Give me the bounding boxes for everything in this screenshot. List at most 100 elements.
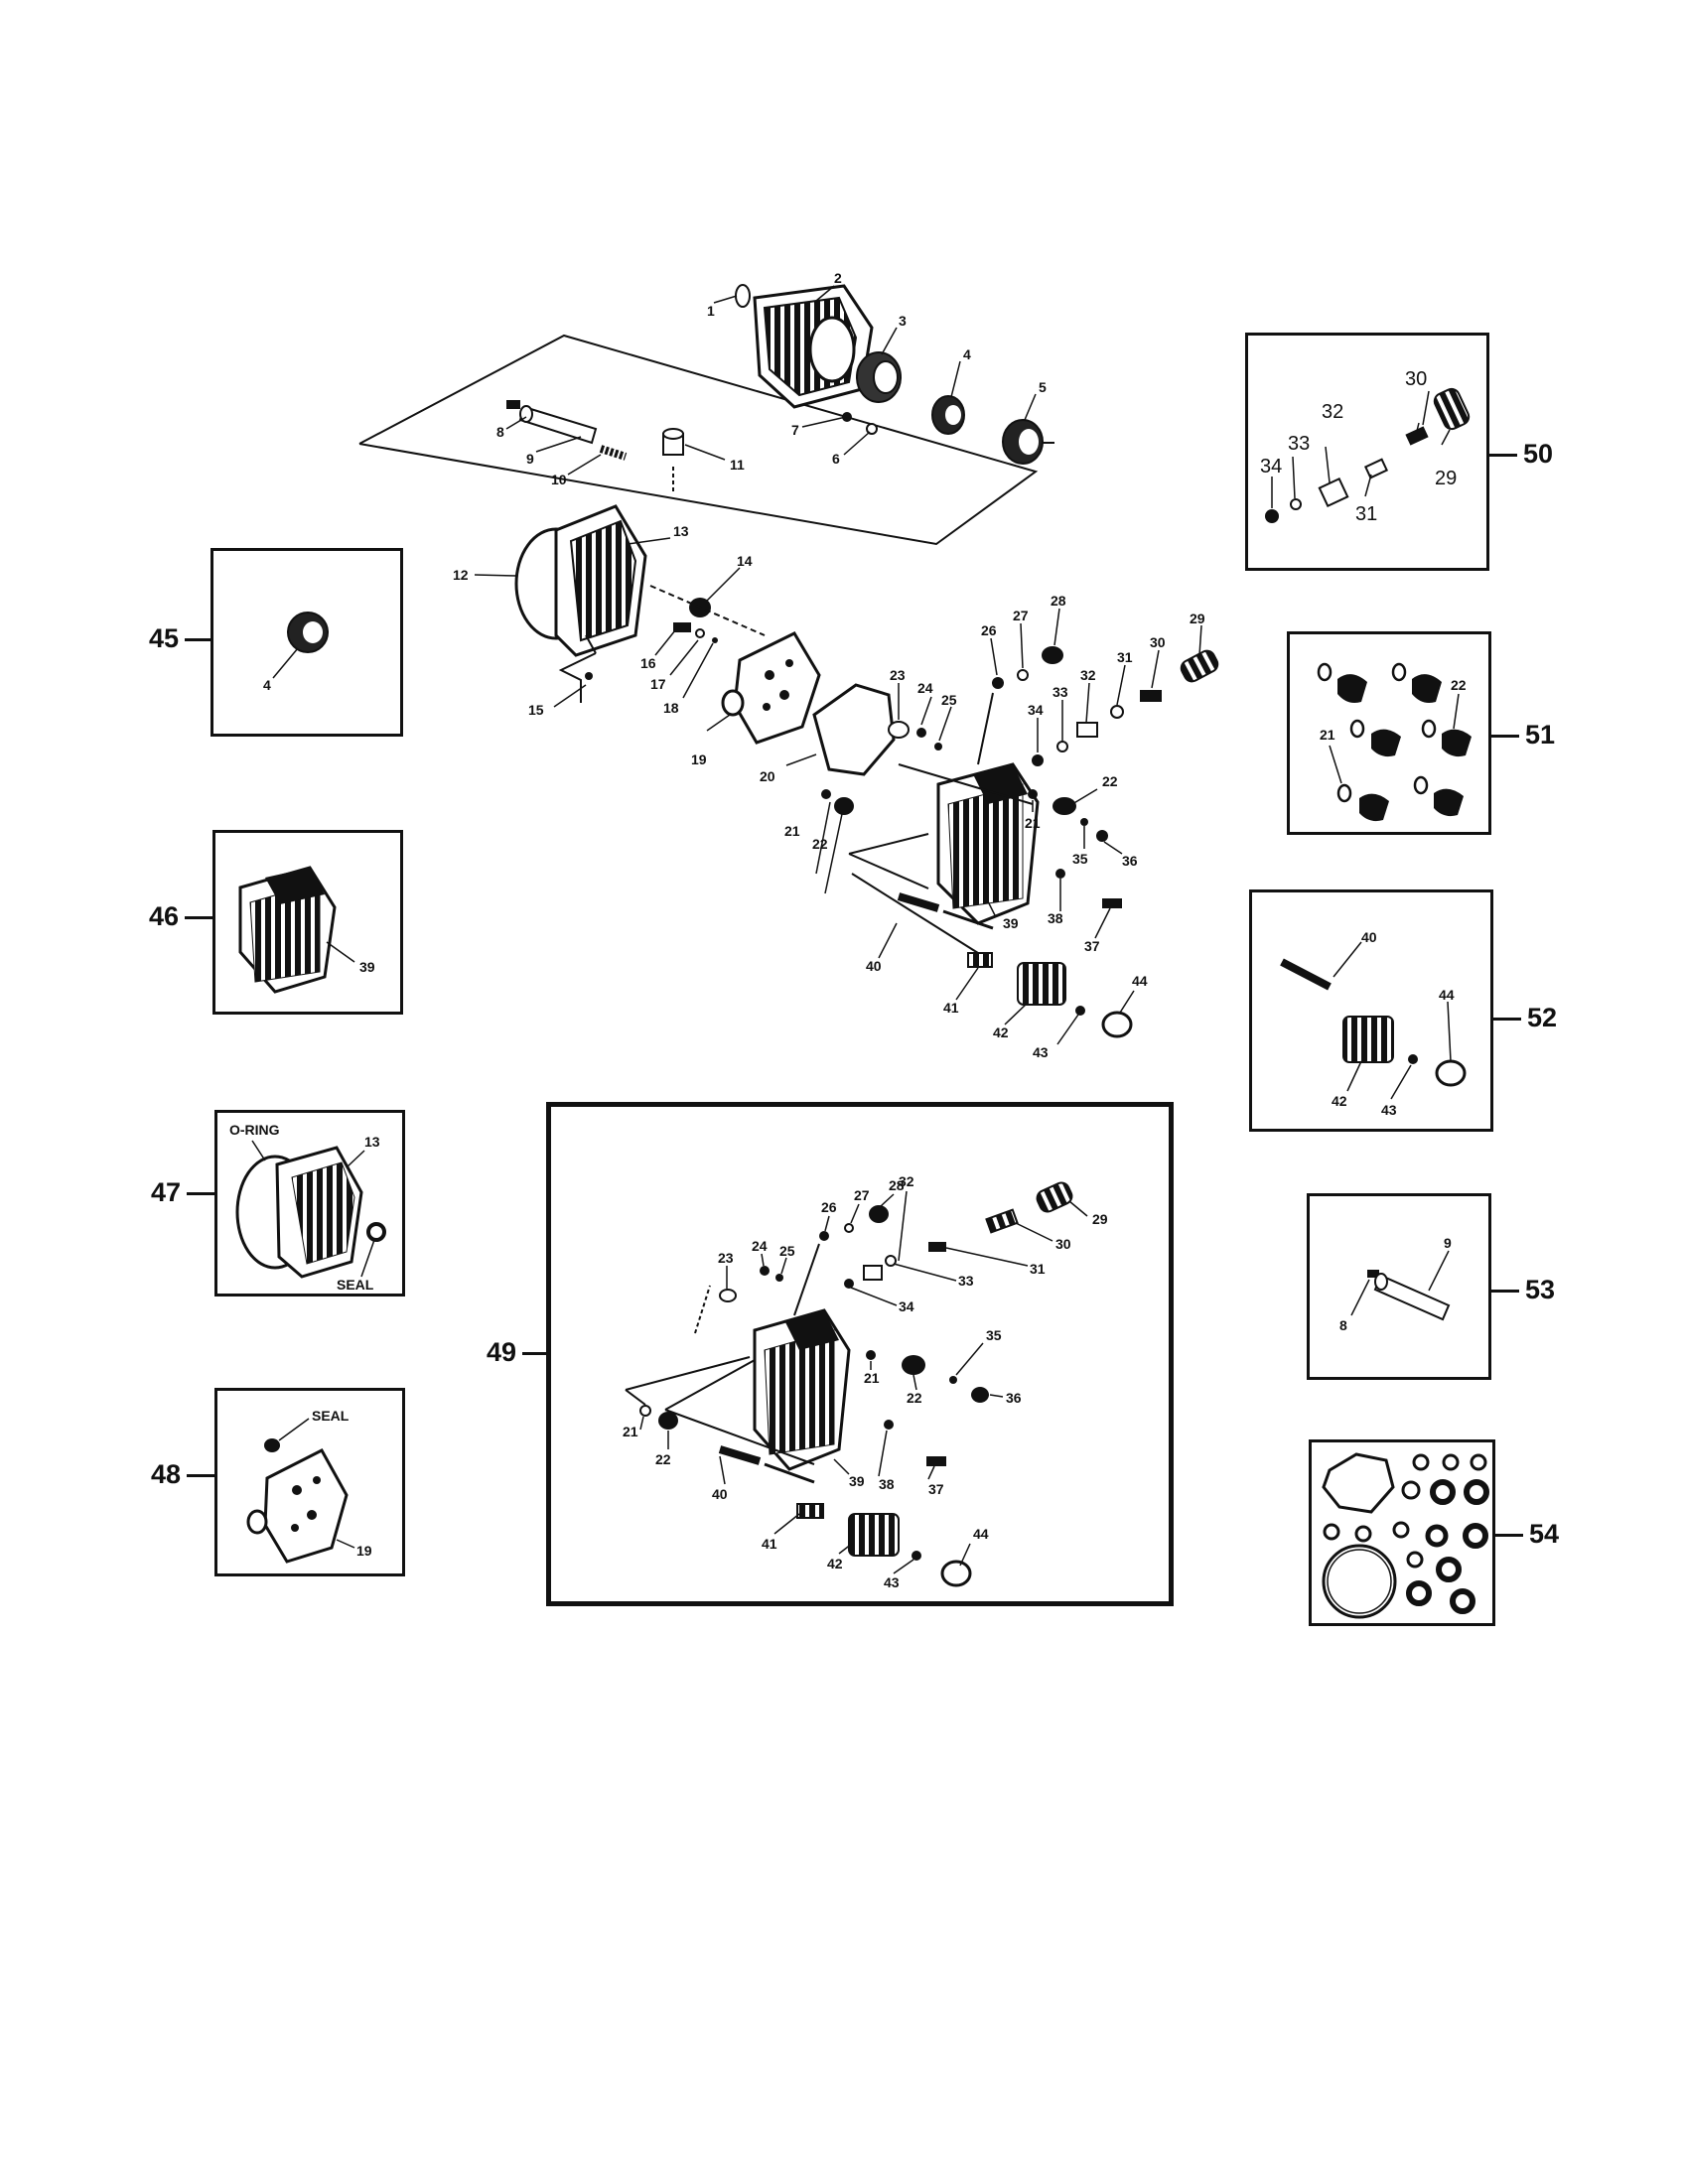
callout-18: 18 xyxy=(663,700,679,716)
kit-49-part-21-right: 21 xyxy=(864,1370,880,1386)
kit-46-part-39: 39 xyxy=(359,959,375,975)
shaft-seal-icon xyxy=(1002,419,1054,465)
callout-24: 24 xyxy=(917,680,933,696)
bearing-icon xyxy=(856,351,902,403)
callout-5: 5 xyxy=(1039,379,1047,395)
callout-25: 25 xyxy=(941,692,957,708)
callout-1: 1 xyxy=(707,303,715,319)
callout-39: 39 xyxy=(1003,915,1019,931)
kit-50-part-29: 29 xyxy=(1435,468,1457,489)
kit-54-number: 54 xyxy=(1495,1519,1559,1550)
callout-38: 38 xyxy=(1048,910,1063,926)
kit-45-number: 45 xyxy=(149,623,212,654)
callout-22: 22 xyxy=(812,836,828,852)
callout-29: 29 xyxy=(1190,611,1205,626)
kit-49-number: 49 xyxy=(487,1337,550,1368)
callout-10: 10 xyxy=(551,472,567,487)
kit-49-part-39: 39 xyxy=(849,1473,865,1489)
kit-49-part-22-right: 22 xyxy=(907,1390,922,1406)
kit-49-part-38: 38 xyxy=(879,1476,895,1492)
kit-50-part-31: 31 xyxy=(1355,503,1377,525)
pressure-regulator-icon xyxy=(897,892,1133,1038)
kit-53-part-8: 8 xyxy=(1339,1317,1347,1333)
kit-51-part-22: 22 xyxy=(1451,677,1467,693)
kit-49-part-32: 32 xyxy=(899,1173,914,1189)
kit-49-part-21-left: 21 xyxy=(623,1424,638,1439)
callout-20: 20 xyxy=(760,768,775,784)
crankcase-icon xyxy=(753,284,874,409)
kit-51-part-21: 21 xyxy=(1320,727,1335,743)
kit-49-part-29: 29 xyxy=(1092,1211,1108,1227)
callout-35: 35 xyxy=(1072,851,1088,867)
callout-32: 32 xyxy=(1080,667,1096,683)
kit-50-part-33: 33 xyxy=(1288,433,1310,455)
oil-plug-icon xyxy=(662,428,684,494)
callout-42: 42 xyxy=(993,1024,1009,1040)
kit-49-part-31: 31 xyxy=(1030,1261,1046,1277)
bolt-icon xyxy=(842,412,852,422)
callout-43: 43 xyxy=(1033,1044,1049,1060)
kit-52-number: 52 xyxy=(1493,1003,1557,1033)
callout-30: 30 xyxy=(1150,634,1166,650)
kit-45-part-4: 4 xyxy=(263,677,271,693)
main-callouts: 1 2 3 4 5 6 7 8 9 10 11 12 13 14 15 16 1… xyxy=(453,270,1205,1060)
kit-48-number: 48 xyxy=(151,1459,214,1490)
callout-2: 2 xyxy=(834,270,842,286)
kit-52-part-40: 40 xyxy=(1361,929,1377,945)
callout-41: 41 xyxy=(943,1000,959,1016)
kit-47-part-13: 13 xyxy=(364,1134,380,1150)
kit-48-drawing: SEAL 19 xyxy=(246,1408,372,1564)
kit-49-part-25: 25 xyxy=(779,1243,795,1259)
kit-46-number: 46 xyxy=(149,901,212,932)
kit-49-part-36: 36 xyxy=(1006,1390,1022,1406)
kit-54-box xyxy=(1309,1439,1495,1626)
callout-34: 34 xyxy=(1028,702,1044,718)
kit-53-drawing: 9 8 xyxy=(1339,1235,1452,1333)
leader-lines xyxy=(474,285,1202,1045)
inlet-cover-icon xyxy=(721,631,821,745)
kit-50-number: 50 xyxy=(1489,439,1553,470)
kit-52-box: 40 44 42 43 xyxy=(1249,889,1493,1132)
valve-parts-icon xyxy=(673,622,718,643)
callout-8: 8 xyxy=(496,424,504,440)
callout-40: 40 xyxy=(866,958,882,974)
kit-45-drawing: 4 xyxy=(263,612,329,693)
kit-45-box: 4 xyxy=(210,548,403,737)
kit-49-part-40: 40 xyxy=(712,1486,728,1502)
kit-49-part-34: 34 xyxy=(899,1298,914,1314)
callout-22b: 22 xyxy=(1102,773,1118,789)
kit-50-part-32: 32 xyxy=(1322,401,1343,423)
kit-50-drawing: 34 33 32 30 29 31 xyxy=(1260,368,1471,525)
callout-28: 28 xyxy=(1051,593,1066,609)
callout-15: 15 xyxy=(528,702,544,718)
kit-50-part-30: 30 xyxy=(1405,368,1427,390)
kit-49-part-37: 37 xyxy=(928,1481,944,1497)
piston-icon xyxy=(506,400,628,461)
kit-48-note-seal: SEAL xyxy=(312,1408,350,1424)
kit-49-part-24: 24 xyxy=(752,1238,768,1254)
kit-51-drawing: 22 21 xyxy=(1317,662,1472,822)
gasket-icon xyxy=(812,683,896,776)
callout-37: 37 xyxy=(1084,938,1100,954)
callout-11: 11 xyxy=(730,457,745,473)
kit-49-part-44: 44 xyxy=(973,1526,989,1542)
kit-53-part-9: 9 xyxy=(1444,1235,1452,1251)
kit-47-box: O-RING 13 SEAL xyxy=(214,1110,405,1297)
callout-13: 13 xyxy=(673,523,689,539)
kit-49-part-28: 28 xyxy=(889,1177,905,1193)
callout-21b: 21 xyxy=(1025,815,1041,831)
callout-36: 36 xyxy=(1122,853,1138,869)
kit-52-part-44: 44 xyxy=(1439,987,1455,1003)
callout-16: 16 xyxy=(640,655,656,671)
kit-49-part-42: 42 xyxy=(827,1556,843,1571)
callout-17: 17 xyxy=(650,676,666,692)
kit-47-note-o-ring: O-RING xyxy=(229,1122,280,1138)
kit-49-box: 23 24 25 26 27 28 29 30 31 32 33 34 35 3… xyxy=(546,1102,1174,1606)
kit-49-part-30: 30 xyxy=(1055,1236,1071,1252)
callout-12: 12 xyxy=(453,567,469,583)
callout-44: 44 xyxy=(1132,973,1148,989)
kit-49-part-22-left: 22 xyxy=(655,1451,671,1467)
kit-48-box: SEAL 19 xyxy=(214,1388,405,1576)
